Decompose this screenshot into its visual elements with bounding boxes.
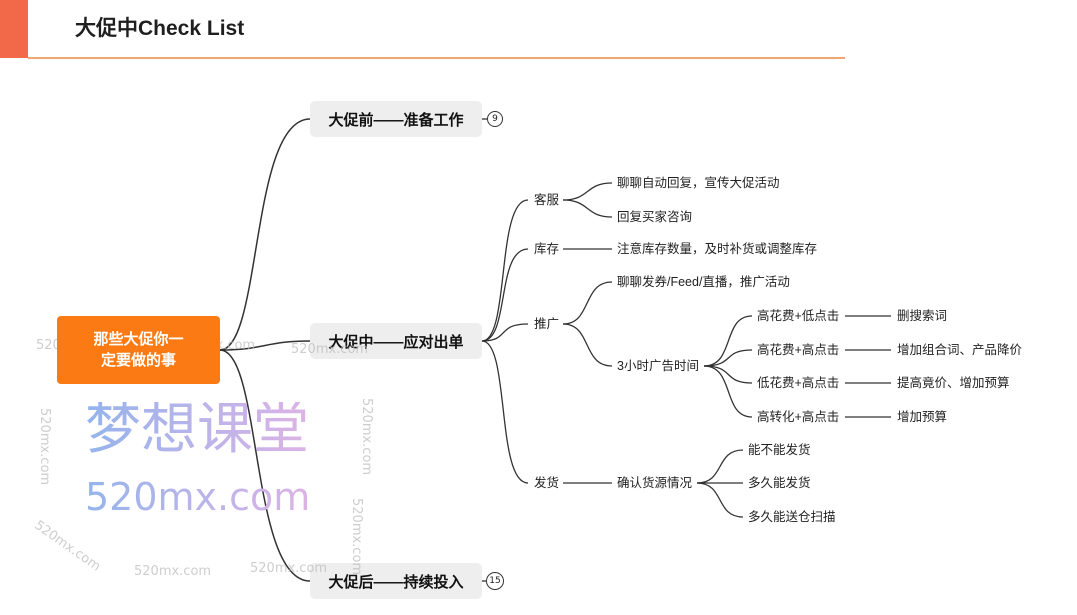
slide-title: 大促中Check List xyxy=(75,17,245,40)
ad-case-condition: 高转化+高点击 xyxy=(757,410,840,424)
mind-map-root: 那些大促你一定要做的事 xyxy=(57,316,220,384)
collapsed-count-badge: 9 xyxy=(487,111,503,127)
title-accent-bar xyxy=(0,0,28,58)
ad-case-action: 增加预算 xyxy=(897,410,948,424)
connector-promotion-item xyxy=(562,323,613,367)
supply-check-item: 能不能发货 xyxy=(748,443,811,457)
supply-check-item: 多久能送仓扫描 xyxy=(748,510,836,524)
task-confirm-supply: 确认货源情况 xyxy=(617,476,693,490)
connector-during-to-promotion xyxy=(481,323,529,342)
task-promo-channels: 聊聊发券/Feed/直播，推广活动 xyxy=(617,275,790,289)
connector-during-to-customer-service xyxy=(481,199,529,342)
subtopic-customer-service: 客服 xyxy=(534,193,560,207)
connector-ad-case xyxy=(703,349,753,367)
collapsed-count-badge: 15 xyxy=(486,572,504,590)
ad-case-condition: 高花费+高点击 xyxy=(757,343,840,357)
connector-during-to-shipping xyxy=(481,340,529,484)
connector-promotion-item xyxy=(562,281,613,325)
ad-case-condition: 低花费+高点击 xyxy=(757,376,840,390)
ad-case-action: 提高竟价、增加预算 xyxy=(897,376,1010,390)
connector-root-to-before xyxy=(219,118,311,351)
branch-after-promo: 大促后——持续投入 xyxy=(310,563,482,599)
branch-before-promo: 大促前——准备工作 xyxy=(310,101,482,137)
connector-root-to-after xyxy=(219,349,311,582)
connector-ad-case xyxy=(703,365,753,384)
task-reply-buyers: 回复买家咨询 xyxy=(617,210,693,224)
connector-customer-service-item xyxy=(562,182,613,201)
connector-customer-service-item xyxy=(562,199,613,218)
branch-during-promo: 大促中——应对出单 xyxy=(310,323,482,359)
task-auto-reply: 聊聊自动回复，宣传大促活动 xyxy=(617,176,780,190)
ad-case-action: 删搜索词 xyxy=(897,309,948,323)
subtopic-inventory: 库存 xyxy=(534,242,560,256)
connector-ad-case xyxy=(703,365,753,418)
task-check-stock: 注意库存数量，及时补货或调整库存 xyxy=(617,242,818,256)
root-label: 那些大促你一定要做的事 xyxy=(93,331,184,369)
ad-case-action: 增加组合词、产品降价 xyxy=(897,343,1023,357)
title-underline xyxy=(28,57,845,59)
connector-supply-check xyxy=(696,482,744,518)
subtopic-shipping: 发货 xyxy=(534,476,560,490)
ad-case-condition: 高花费+低点击 xyxy=(757,309,840,323)
connector-root-to-during xyxy=(219,340,311,351)
task-ad-hours: 3小时广告时间 xyxy=(617,359,699,373)
connector-supply-check xyxy=(696,449,744,484)
connector-during-to-inventory xyxy=(481,248,529,342)
supply-check-item: 多久能发货 xyxy=(748,476,811,490)
subtopic-promotion: 推广 xyxy=(534,317,560,331)
connector-ad-case xyxy=(703,315,753,367)
